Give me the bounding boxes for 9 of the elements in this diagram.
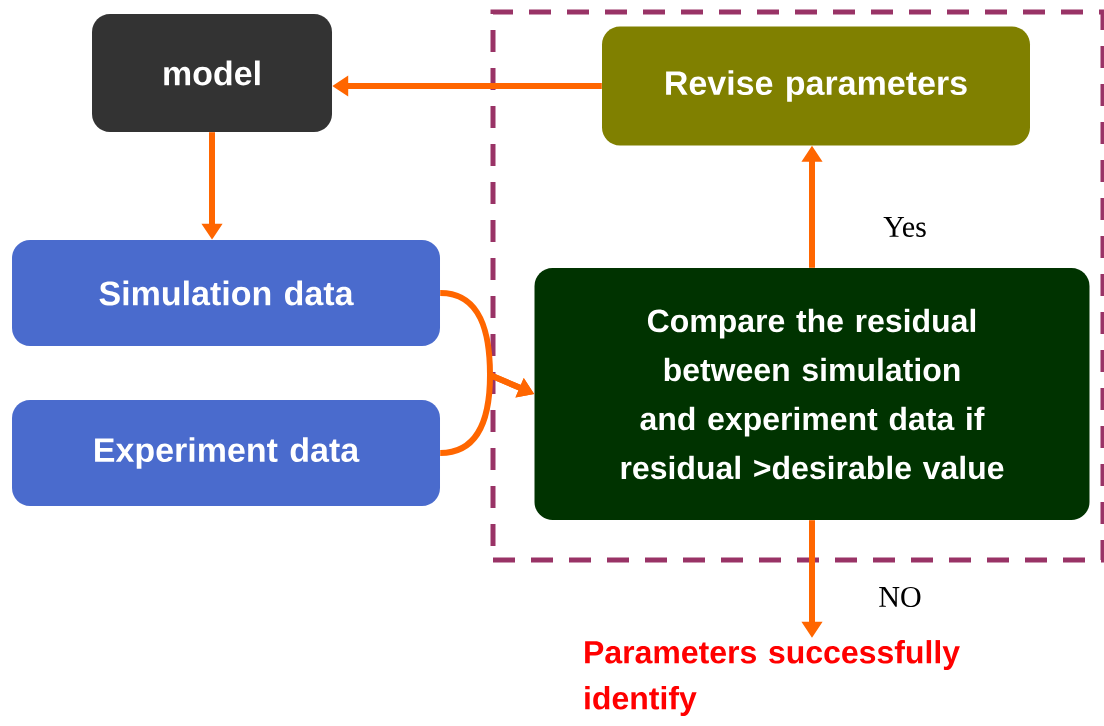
data-box: Simulation data (12, 240, 440, 346)
result-text: Parameters successfully identify (585, 640, 960, 716)
process-box: model (92, 14, 332, 132)
edge-label: Yes (882, 216, 928, 238)
data-box: Experiment data (12, 400, 440, 506)
group-frame (490, 9, 1104, 563)
decision-box: Compare the residual between simulation and experiment data if residual >desirable value (534, 268, 1090, 520)
process-box: Revise parameters (602, 26, 1030, 146)
edge-label: NO (877, 585, 923, 609)
